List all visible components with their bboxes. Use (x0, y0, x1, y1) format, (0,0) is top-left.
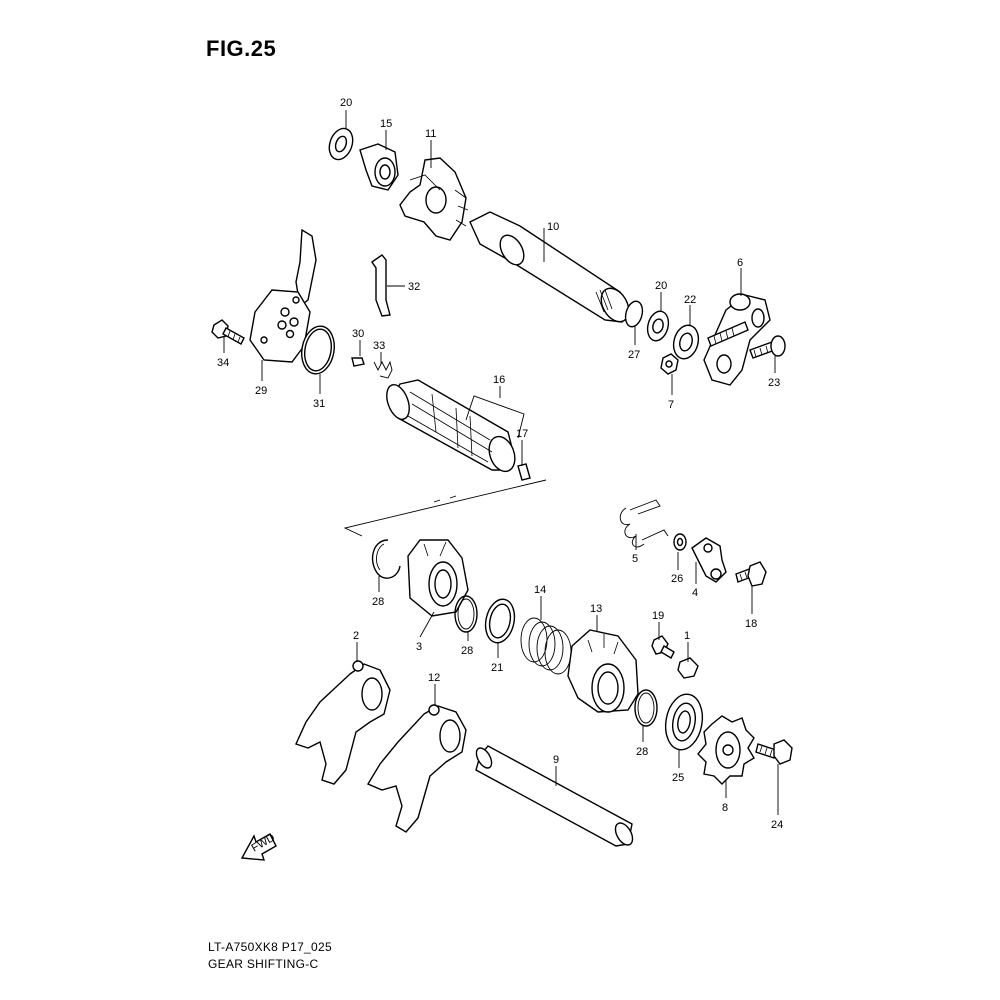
part-28-circlip-a (371, 539, 401, 579)
callout-28-a: 28 (372, 596, 384, 608)
part-14-spring (520, 617, 572, 675)
part-5-spring (619, 499, 669, 548)
callout-10: 10 (547, 221, 559, 233)
callout-13: 13 (590, 603, 602, 615)
part-2-shift-fork (295, 660, 391, 785)
part-23-bolt (749, 335, 786, 359)
part-6-shift-lever (703, 293, 771, 386)
part-20-washer (328, 127, 354, 161)
callout-6: 6 (737, 257, 743, 269)
callout-27: 27 (628, 349, 640, 361)
part-1-nut (677, 657, 699, 679)
callout-11: 11 (425, 128, 436, 140)
part-17-pin (517, 463, 531, 481)
part-30-pin (351, 357, 365, 367)
callout-9: 9 (553, 754, 559, 766)
callout-30: 30 (352, 328, 364, 340)
callout-8: 8 (722, 802, 728, 814)
callout-34: 34 (217, 357, 229, 369)
callout-20-second: 20 (655, 280, 667, 292)
callout-24: 24 (771, 819, 783, 831)
part-19-bolt (651, 635, 675, 659)
part-26-washer (673, 533, 687, 551)
callout-1: 1 (684, 630, 690, 642)
callout-26: 26 (671, 573, 683, 585)
callout-12: 12 (428, 672, 440, 684)
part-11-shift-plate (399, 157, 469, 241)
part-4-stopper-arm (691, 537, 727, 583)
callout-4: 4 (692, 587, 698, 599)
figure-title: FIG.25 (206, 36, 277, 61)
callout-20: 20 (340, 97, 352, 109)
callout-21: 21 (491, 662, 503, 674)
part-13-cam-gear (567, 629, 639, 713)
part-33-spring (373, 360, 393, 379)
callout-labels: 20 15 11 10 6 20 22 27 7 23 32 30 33 34 … (217, 97, 783, 831)
callout-23: 23 (768, 377, 780, 389)
part-16-shift-drum (386, 379, 516, 473)
part-21-washer (484, 598, 516, 644)
part-28-circlip-b (454, 595, 478, 633)
callout-22: 22 (684, 294, 696, 306)
fwd-direction-arrow: FWD (240, 832, 277, 861)
part-15-stopper (359, 143, 399, 191)
part-7-nut (660, 353, 679, 375)
part-31-o-ring (301, 325, 335, 375)
callout-18: 18 (745, 618, 757, 630)
section-name: GEAR SHIFTING-C (208, 957, 319, 971)
callout-7: 7 (668, 399, 674, 411)
part-18-bolt (735, 561, 767, 587)
model-code: LT-A750XK8 P17_025 (208, 940, 332, 954)
callout-28-b: 28 (461, 645, 473, 657)
part-27-circlip (624, 300, 644, 328)
group-bracket-lines (343, 395, 547, 537)
callout-5: 5 (632, 553, 638, 565)
part-34-bolt (211, 319, 245, 345)
callout-32: 32 (408, 281, 420, 293)
callout-3: 3 (416, 641, 422, 653)
callout-29: 29 (255, 385, 267, 397)
callout-14: 14 (534, 584, 546, 596)
callout-2: 2 (353, 630, 359, 642)
part-9-fork-shaft (475, 745, 634, 847)
part-12-shift-fork (366, 704, 467, 833)
part-25-bearing (664, 693, 704, 751)
callout-25: 25 (672, 772, 684, 784)
callout-leader-lines (223, 110, 779, 815)
callout-17: 17 (516, 428, 528, 440)
callout-33: 33 (373, 340, 385, 352)
callout-28-c: 28 (636, 746, 648, 758)
part-24-bolt (755, 739, 793, 765)
part-22-oil-seal (672, 324, 700, 360)
part-29-cover (249, 228, 317, 363)
callout-31: 31 (313, 398, 325, 410)
part-3-cam (407, 539, 469, 617)
callout-16: 16 (493, 374, 505, 386)
part-20-washer-2 (646, 310, 670, 342)
callout-19: 19 (652, 610, 664, 622)
part-32-spring-clip (371, 254, 391, 317)
callout-15: 15 (380, 118, 392, 130)
part-8-star-gear (697, 715, 755, 785)
part-28-circlip-c (634, 689, 658, 727)
